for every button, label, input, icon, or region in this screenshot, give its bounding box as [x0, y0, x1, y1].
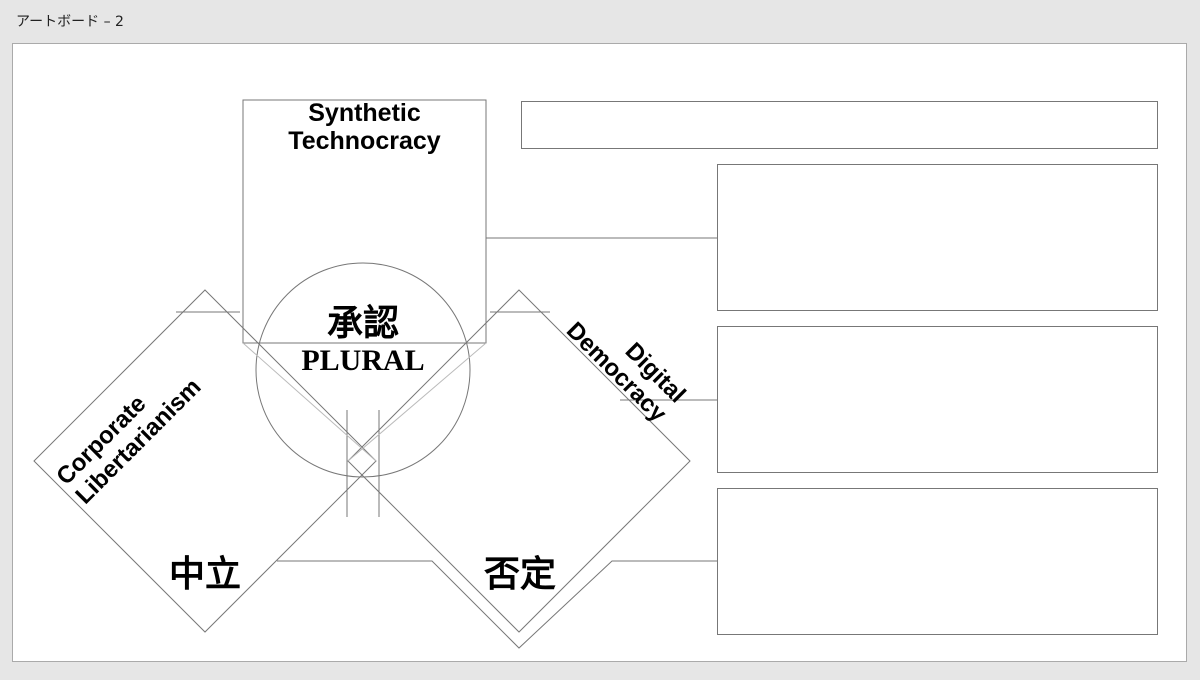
plural-circle: [255, 262, 471, 478]
top-square: [242, 99, 487, 344]
neutral-kanji-label: 中立: [168, 553, 241, 595]
label-line-1: Synthetic: [308, 99, 421, 127]
plural-label: PLURAL: [301, 344, 425, 377]
negation-kanji-label: 否定: [483, 553, 556, 595]
label-line-2: Technocracy: [288, 127, 441, 155]
content-box-3: [717, 488, 1158, 635]
header-box: [521, 101, 1158, 149]
content-box-1: [717, 164, 1158, 311]
right-diamond: [347, 289, 691, 633]
inner-line-right: [347, 342, 487, 462]
connector-bottom: [277, 560, 718, 649]
left-diamond: [33, 289, 377, 633]
approval-kanji-label: 承認: [326, 302, 399, 344]
artboard-title: アートボード – 2: [16, 14, 124, 30]
inner-line-left: [242, 342, 377, 462]
content-box-2: [717, 326, 1158, 473]
synthetic-technocracy-label: Synthetic Technocracy: [243, 99, 486, 155]
